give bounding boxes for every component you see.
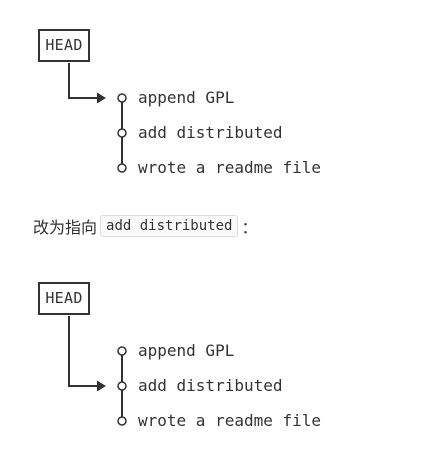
git-diagram-after: HEAD append GPL add distributed wrote a … — [0, 253, 437, 443]
commit-label: append GPL — [138, 88, 235, 107]
git-diagram-before: HEAD append GPL add distributed wrote a … — [0, 0, 437, 190]
commit-node — [117, 163, 127, 173]
commit-label: add distributed — [138, 376, 283, 395]
caption-inline-code: add distributed — [100, 215, 239, 237]
caption-suffix: ： — [241, 218, 258, 237]
caption-sentence: 改为指向 add distributed ： — [33, 213, 257, 239]
commit-node — [117, 381, 127, 391]
commit-node — [117, 93, 127, 103]
head-pointer-arrowhead — [97, 92, 106, 104]
commit-node — [117, 128, 127, 138]
head-pointer-arrowhead — [97, 380, 106, 392]
commit-label: append GPL — [138, 341, 235, 360]
head-box: HEAD — [38, 282, 90, 315]
diagram-lines — [68, 63, 127, 173]
caption-prefix: 改为指向 — [33, 218, 98, 237]
diagram-lines — [68, 316, 127, 426]
commit-label: add distributed — [138, 123, 283, 142]
commit-label: wrote a readme file — [138, 158, 322, 177]
commit-node — [117, 416, 127, 426]
commit-node — [117, 346, 127, 356]
head-pointer-line — [68, 63, 97, 99]
head-pointer-line — [68, 316, 97, 387]
head-box: HEAD — [38, 29, 90, 62]
commit-label: wrote a readme file — [138, 411, 322, 430]
